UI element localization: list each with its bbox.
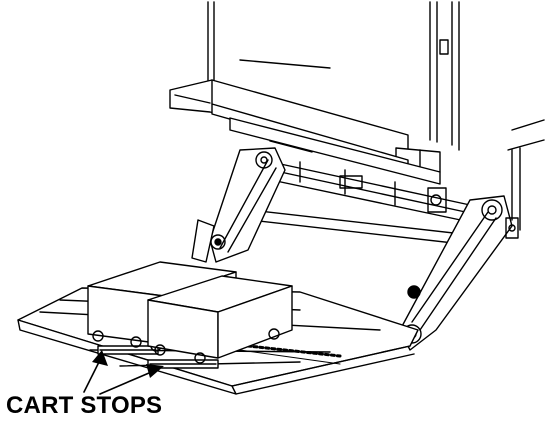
callout-arrow-1: [83, 350, 108, 393]
truck-body: [207, 1, 545, 231]
right-lift-arm: [399, 195, 519, 351]
bed-extension: [169, 79, 441, 173]
callout-arrow-2: [99, 364, 164, 395]
left-lift-arm: [191, 147, 286, 263]
cart-stop-right: [147, 359, 219, 369]
cart-box-2: [147, 275, 293, 364]
cart-stop-left: [97, 345, 159, 355]
cart-stops-label: CART STOPS: [6, 392, 163, 419]
